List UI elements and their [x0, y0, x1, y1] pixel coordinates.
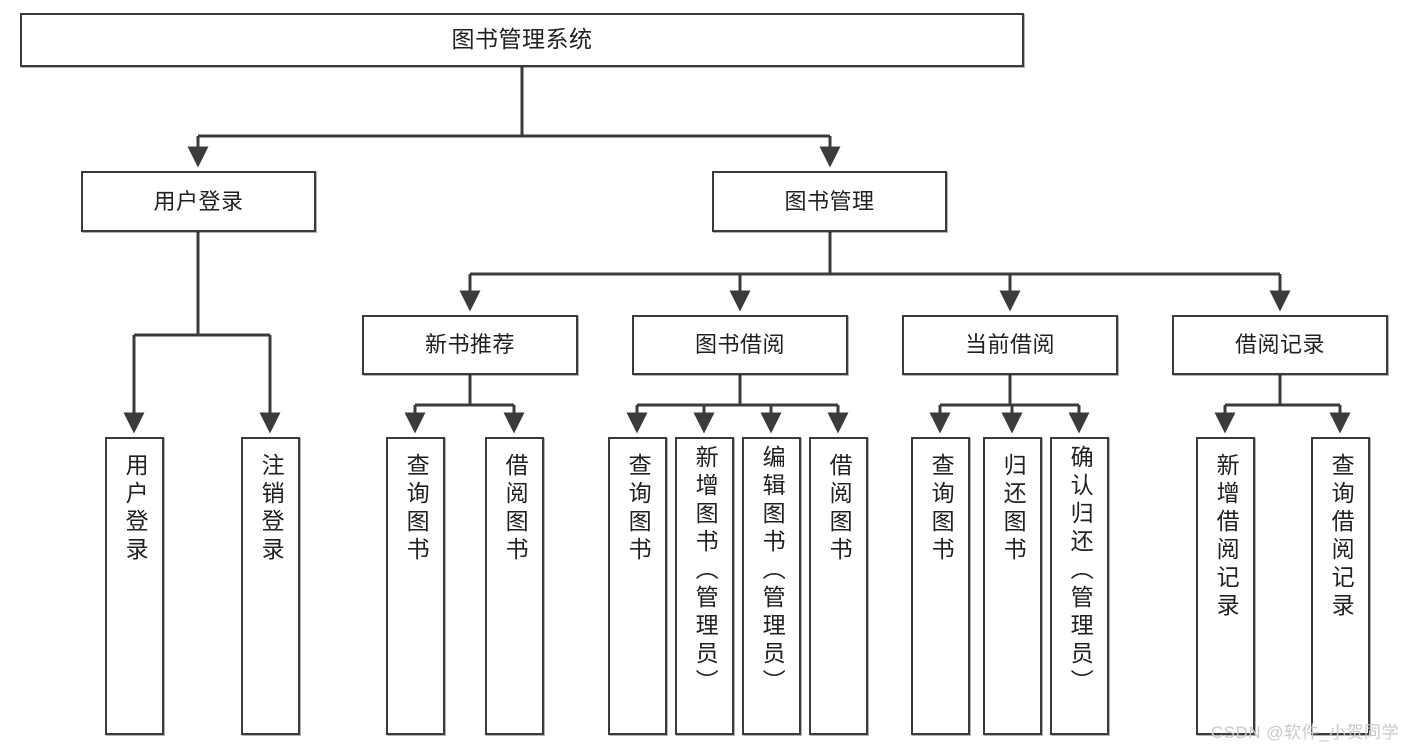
leaf-node-label: 注销登录: [258, 453, 285, 565]
node-book-management-label: 图书管理: [784, 188, 875, 214]
leaf-node-label: 编辑图书（管理员）: [759, 445, 786, 697]
leaf-node[interactable]: 查询图书: [386, 437, 445, 735]
leaf-node[interactable]: 查询借阅记录: [1311, 437, 1370, 735]
leaf-node[interactable]: 归还图书: [983, 437, 1042, 735]
leaf-node-label: 查询图书: [625, 453, 652, 565]
leaf-node-label: 查询图书: [403, 453, 430, 565]
leaf-node[interactable]: 确认归还（管理员）: [1050, 437, 1109, 735]
node-book-borrow[interactable]: 图书借阅: [632, 315, 848, 375]
leaf-node[interactable]: 编辑图书（管理员）: [742, 437, 801, 735]
node-book-management[interactable]: 图书管理: [712, 171, 947, 232]
node-new-book-recommend[interactable]: 新书推荐: [362, 315, 578, 375]
node-current-borrow[interactable]: 当前借阅: [902, 315, 1118, 375]
leaf-node[interactable]: 借阅图书: [485, 437, 544, 735]
node-root-label: 图书管理系统: [451, 26, 593, 53]
leaf-node-label: 用户登录: [122, 453, 149, 565]
leaf-node-label: 借阅图书: [502, 453, 529, 565]
node-user-login-label: 用户登录: [153, 188, 244, 214]
leaf-node[interactable]: 用户登录: [105, 437, 164, 735]
node-book-borrow-label: 图书借阅: [694, 332, 785, 358]
leaf-node[interactable]: 注销登录: [241, 437, 300, 735]
leaf-node[interactable]: 查询图书: [911, 437, 970, 735]
node-borrow-record-label: 借阅记录: [1234, 332, 1325, 358]
leaf-node[interactable]: 查询图书: [608, 437, 667, 735]
node-borrow-record[interactable]: 借阅记录: [1172, 315, 1388, 375]
leaf-node-label: 查询借阅记录: [1328, 453, 1355, 621]
leaf-node-label: 查询图书: [928, 453, 955, 565]
leaf-node-label: 新增借阅记录: [1213, 453, 1240, 621]
node-root[interactable]: 图书管理系统: [20, 13, 1024, 67]
leaf-node-label: 借阅图书: [826, 453, 853, 565]
watermark: CSDN @软件_小贺同学: [1210, 723, 1399, 742]
leaf-node[interactable]: 新增借阅记录: [1196, 437, 1255, 735]
leaf-node-label: 归还图书: [1000, 453, 1027, 565]
leaf-node[interactable]: 借阅图书: [809, 437, 868, 735]
leaf-node[interactable]: 新增图书（管理员）: [675, 437, 734, 735]
leaf-node-label: 新增图书（管理员）: [692, 445, 719, 697]
node-user-login[interactable]: 用户登录: [81, 171, 316, 232]
leaf-node-label: 确认归还（管理员）: [1067, 445, 1094, 697]
node-new-book-recommend-label: 新书推荐: [424, 332, 515, 358]
node-current-borrow-label: 当前借阅: [964, 332, 1055, 358]
